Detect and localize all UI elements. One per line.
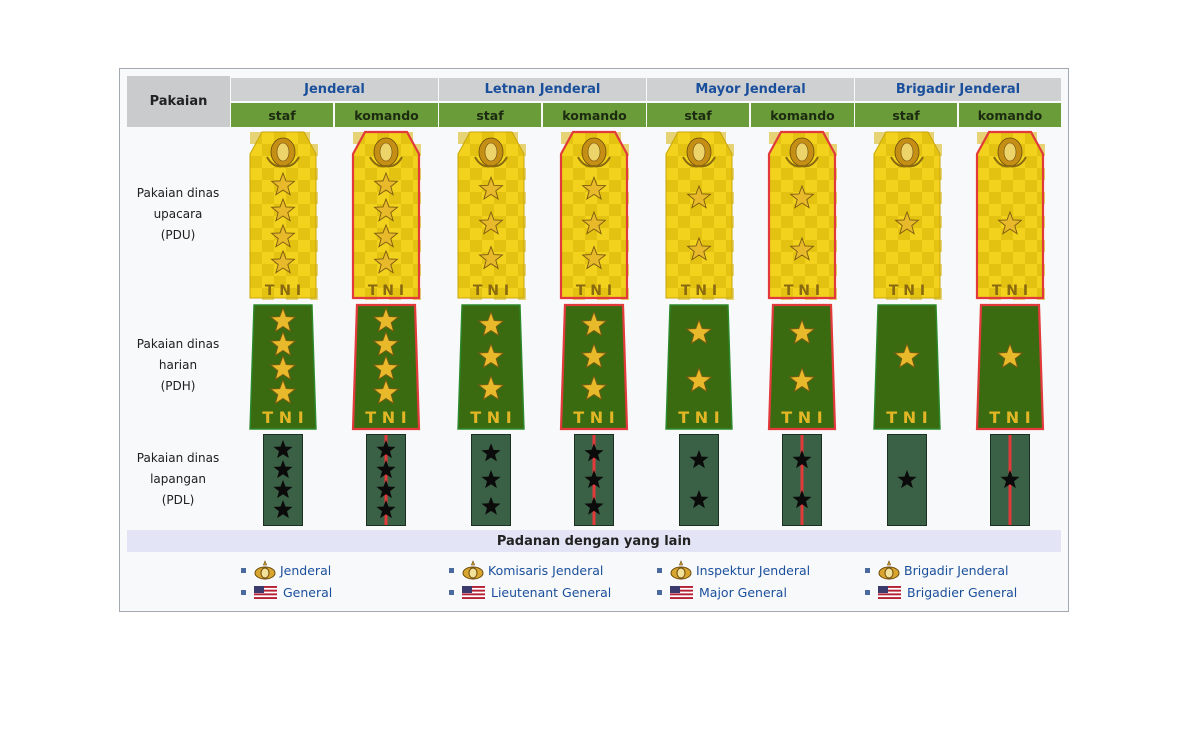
svg-text:T N I: T N I	[784, 283, 820, 299]
epaulette-pdl-staf-3-stars	[471, 434, 511, 526]
svg-text:T N I: T N I	[470, 408, 511, 427]
epaulette-pdu-komando-4-stars: T N I	[351, 130, 421, 300]
svg-text:T N I: T N I	[473, 283, 509, 299]
epaulette-pdu-staf-3-stars: T N I	[457, 131, 526, 300]
bullet-icon	[657, 590, 662, 595]
svg-text:T N I: T N I	[265, 283, 301, 299]
equivalent-us-major-general[interactable]: Major General	[657, 585, 787, 600]
svg-text:T N I: T N I	[262, 408, 303, 427]
rank-header-jenderal[interactable]: Jenderal	[231, 78, 438, 101]
svg-text:T N I: T N I	[989, 408, 1030, 427]
epaulette-pdl-staf-4-stars	[263, 434, 303, 526]
header-pakaian: Pakaian	[127, 76, 230, 127]
epaulette-pdh-komando-1-stars: T N I	[975, 303, 1045, 431]
epaulette-pdl-staf-2-stars	[679, 434, 719, 526]
svg-text:T N I: T N I	[681, 283, 717, 299]
bullet-icon	[241, 590, 246, 595]
subheader-komando: komando	[543, 103, 646, 127]
svg-text:T N I: T N I	[889, 283, 925, 299]
rank-header-brigadir-jenderal[interactable]: Brigadir Jenderal	[855, 78, 1061, 101]
equivalent-police-komisaris-jenderal[interactable]: Komisaris Jenderal	[449, 560, 603, 580]
epaulette-pdu-komando-2-stars: T N I	[767, 130, 837, 300]
equivalent-us-general[interactable]: General	[241, 585, 332, 600]
police-rank-emblem-icon	[878, 560, 900, 580]
police-rank-emblem-icon	[254, 560, 276, 580]
epaulette-pdl-komando-4-stars	[366, 434, 406, 526]
rank-header-mayor-jenderal[interactable]: Mayor Jenderal	[647, 78, 854, 101]
epaulette-pdh-staf-2-stars: T N I	[665, 304, 733, 430]
equivalent-us-lieutenant-general[interactable]: Lieutenant General	[449, 585, 611, 600]
equivalent-police-brigadir-jenderal[interactable]: Brigadir Jenderal	[865, 560, 1009, 580]
epaulette-pdu-komando-3-stars: T N I	[559, 130, 629, 300]
epaulette-pdh-staf-3-stars: T N I	[457, 304, 525, 430]
us-flag-icon	[670, 586, 693, 599]
svg-text:T N I: T N I	[886, 408, 927, 427]
svg-text:T N I: T N I	[781, 408, 822, 427]
epaulette-pdu-staf-4-stars: T N I	[249, 131, 318, 300]
epaulette-pdl-komando-2-stars	[782, 434, 822, 526]
svg-text:T N I: T N I	[992, 283, 1028, 299]
epaulette-pdl-komando-1-stars	[990, 434, 1030, 526]
subheader-staf: staf	[439, 103, 541, 127]
us-flag-icon	[254, 586, 277, 599]
subheader-komando: komando	[959, 103, 1061, 127]
epaulette-pdu-komando-1-stars: T N I	[975, 130, 1045, 300]
police-rank-emblem-icon	[462, 560, 484, 580]
bullet-icon	[449, 567, 454, 573]
epaulette-pdh-komando-4-stars: T N I	[351, 303, 421, 431]
bullet-icon	[241, 567, 246, 573]
epaulette-pdh-komando-3-stars: T N I	[559, 303, 629, 431]
epaulette-pdl-staf-1-stars	[887, 434, 927, 526]
svg-text:T N I: T N I	[678, 408, 719, 427]
subheader-komando: komando	[335, 103, 438, 127]
equivalent-police-inspektur-jenderal[interactable]: Inspektur Jenderal	[657, 560, 810, 580]
us-flag-icon	[878, 586, 901, 599]
bullet-icon	[865, 567, 870, 573]
svg-text:T N I: T N I	[576, 283, 612, 299]
epaulette-pdh-staf-4-stars: T N I	[249, 304, 317, 430]
police-rank-emblem-icon	[670, 560, 692, 580]
bullet-icon	[865, 590, 870, 595]
rank-insignia-table: Pakaian Jenderal Letnan Jenderal Mayor J…	[119, 68, 1069, 612]
us-flag-icon	[462, 586, 485, 599]
equivalent-police-jenderal[interactable]: Jenderal	[241, 560, 331, 580]
svg-text:T N I: T N I	[365, 408, 406, 427]
padanan-header: Padanan dengan yang lain	[127, 530, 1061, 552]
bullet-icon	[449, 590, 454, 595]
epaulette-pdh-staf-1-stars: T N I	[873, 304, 941, 430]
subheader-staf: staf	[231, 103, 333, 127]
epaulette-pdl-komando-3-stars	[574, 434, 614, 526]
rank-header-letnan-jenderal[interactable]: Letnan Jenderal	[439, 78, 646, 101]
epaulette-pdu-staf-2-stars: T N I	[665, 131, 734, 300]
svg-text:T N I: T N I	[368, 283, 404, 299]
svg-text:T N I: T N I	[573, 408, 614, 427]
equivalent-us-brigadier-general[interactable]: Brigadier General	[865, 585, 1017, 600]
bullet-icon	[657, 567, 662, 573]
epaulette-pdh-komando-2-stars: T N I	[767, 303, 837, 431]
subheader-staf: staf	[647, 103, 749, 127]
subheader-komando: komando	[751, 103, 854, 127]
epaulette-pdu-staf-1-stars: T N I	[873, 131, 942, 300]
subheader-staf: staf	[855, 103, 957, 127]
